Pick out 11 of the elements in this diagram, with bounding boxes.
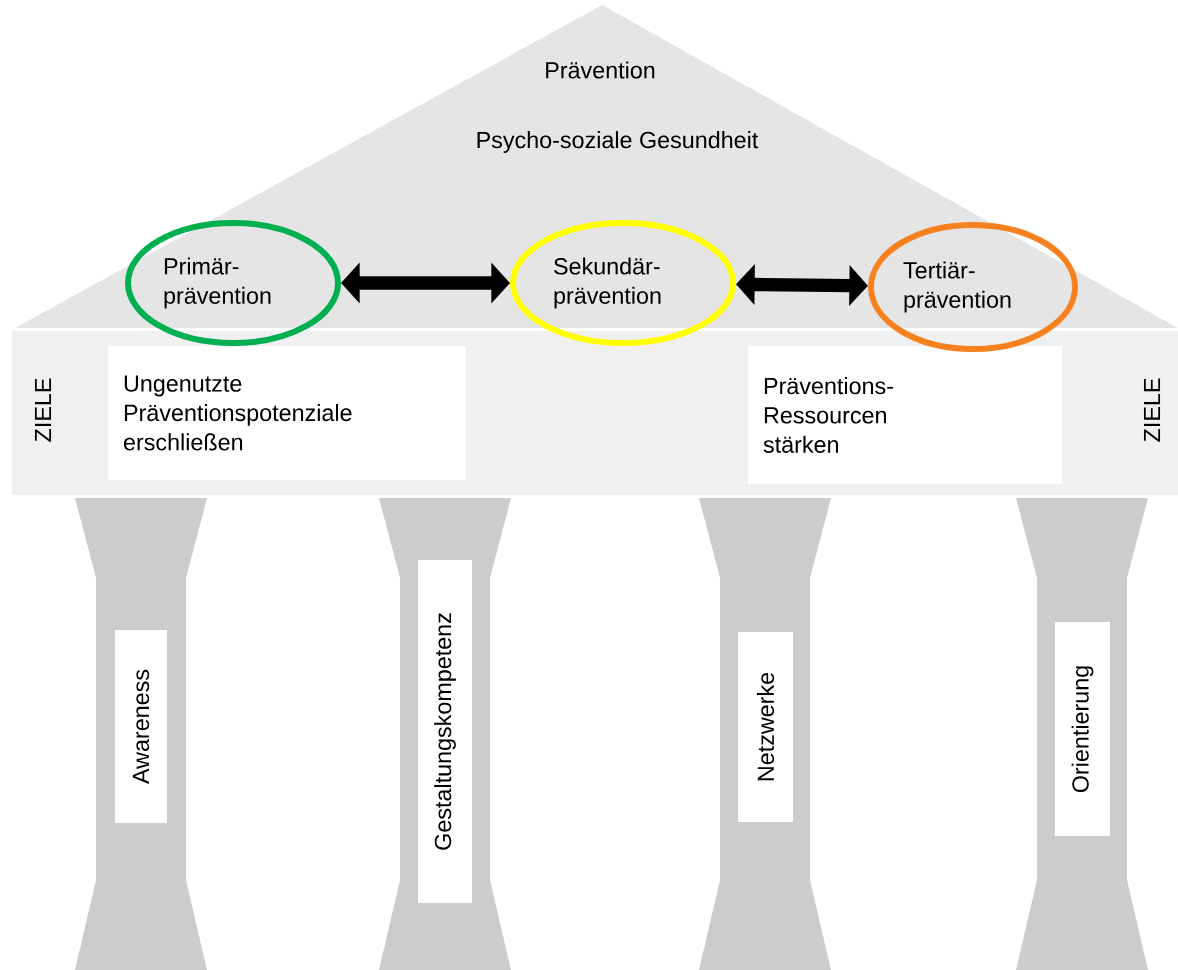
goal-box: Präventions- Ressourcen stärken [748, 346, 1062, 484]
pillar-label: Awareness [115, 630, 167, 823]
roof-title: Prävention [546, 61, 655, 79]
double-arrow [341, 262, 510, 304]
pillar-label: Gestaltungskompetenz [418, 560, 472, 903]
side-label: ZIELE [1143, 378, 1161, 442]
pillar-label: Orientierung [1055, 622, 1110, 836]
side-label: ZIELE [34, 378, 52, 442]
pillar-label: Netzwerke [738, 632, 793, 822]
roof-title: Psycho-soziale Gesundheit [477, 131, 759, 153]
goal-box: Ungenutzte Präventionspotenziale erschließen [108, 346, 466, 480]
